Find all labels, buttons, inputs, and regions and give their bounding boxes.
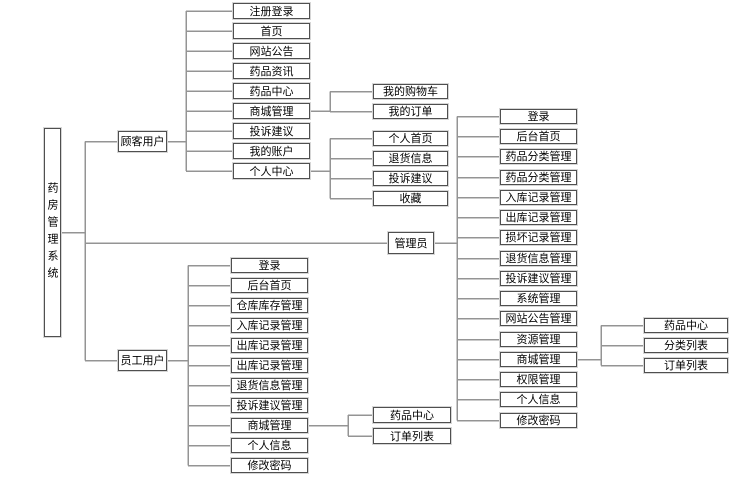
node-employee: 员工用户 <box>118 350 167 371</box>
node-am0: 药品中心 <box>644 318 728 333</box>
node-a1: 后台首页 <box>500 129 577 144</box>
node-c6: 投诉建议 <box>233 123 310 139</box>
node-e10: 修改密码 <box>231 458 308 473</box>
node-cp1: 退货信息 <box>373 151 448 166</box>
node-c4: 药品中心 <box>233 83 310 99</box>
node-a13: 权限管理 <box>500 372 577 387</box>
node-customer: 顾客用户 <box>118 131 167 152</box>
node-cm0: 我的购物车 <box>373 84 448 99</box>
node-e9: 个人信息 <box>231 438 308 453</box>
node-admin: 管理员 <box>388 232 434 254</box>
node-a11: 资源管理 <box>500 332 577 347</box>
node-a4: 入库记录管理 <box>500 190 577 205</box>
node-em0: 药品中心 <box>373 407 451 423</box>
node-a5: 出库记录管理 <box>500 210 577 225</box>
node-a7: 退货信息管理 <box>500 251 577 266</box>
node-a15: 修改密码 <box>500 413 577 428</box>
node-cp0: 个人首页 <box>373 131 448 146</box>
node-c8: 个人中心 <box>233 163 310 179</box>
node-root: 药房管理系统 <box>44 128 61 337</box>
node-e6: 退货信息管理 <box>231 378 308 393</box>
node-e2: 仓库库存管理 <box>231 298 308 313</box>
node-a14: 个人信息 <box>500 392 577 407</box>
node-c1: 首页 <box>233 23 310 39</box>
node-c3: 药品资讯 <box>233 63 310 79</box>
node-cp3: 收藏 <box>373 191 448 206</box>
node-e1: 后台首页 <box>231 278 308 293</box>
node-a9: 系统管理 <box>500 291 577 306</box>
node-e0: 登录 <box>231 258 308 273</box>
node-am2: 订单列表 <box>644 358 728 373</box>
node-a10: 网站公告管理 <box>500 311 577 326</box>
node-c5: 商城管理 <box>233 103 310 119</box>
node-c0: 注册登录 <box>233 3 310 19</box>
node-e7: 投诉建议管理 <box>231 398 308 413</box>
node-am1: 分类列表 <box>644 338 728 353</box>
node-em1: 订单列表 <box>373 428 451 444</box>
node-a3: 药品分类管理 <box>500 170 577 185</box>
node-a2: 药品分类管理 <box>500 149 577 164</box>
node-a12: 商城管理 <box>500 352 577 367</box>
node-cm1: 我的订单 <box>373 104 448 119</box>
node-cp2: 投诉建议 <box>373 171 448 186</box>
node-e3: 入库记录管理 <box>231 318 308 333</box>
node-c7: 我的账户 <box>233 143 310 159</box>
node-a0: 登录 <box>500 109 577 124</box>
node-e5: 出库记录管理 <box>231 358 308 373</box>
node-e4: 出库记录管理 <box>231 338 308 353</box>
node-a8: 投诉建议管理 <box>500 271 577 286</box>
node-c2: 网站公告 <box>233 43 310 59</box>
node-a6: 损坏记录管理 <box>500 230 577 245</box>
node-e8: 商城管理 <box>231 418 308 433</box>
